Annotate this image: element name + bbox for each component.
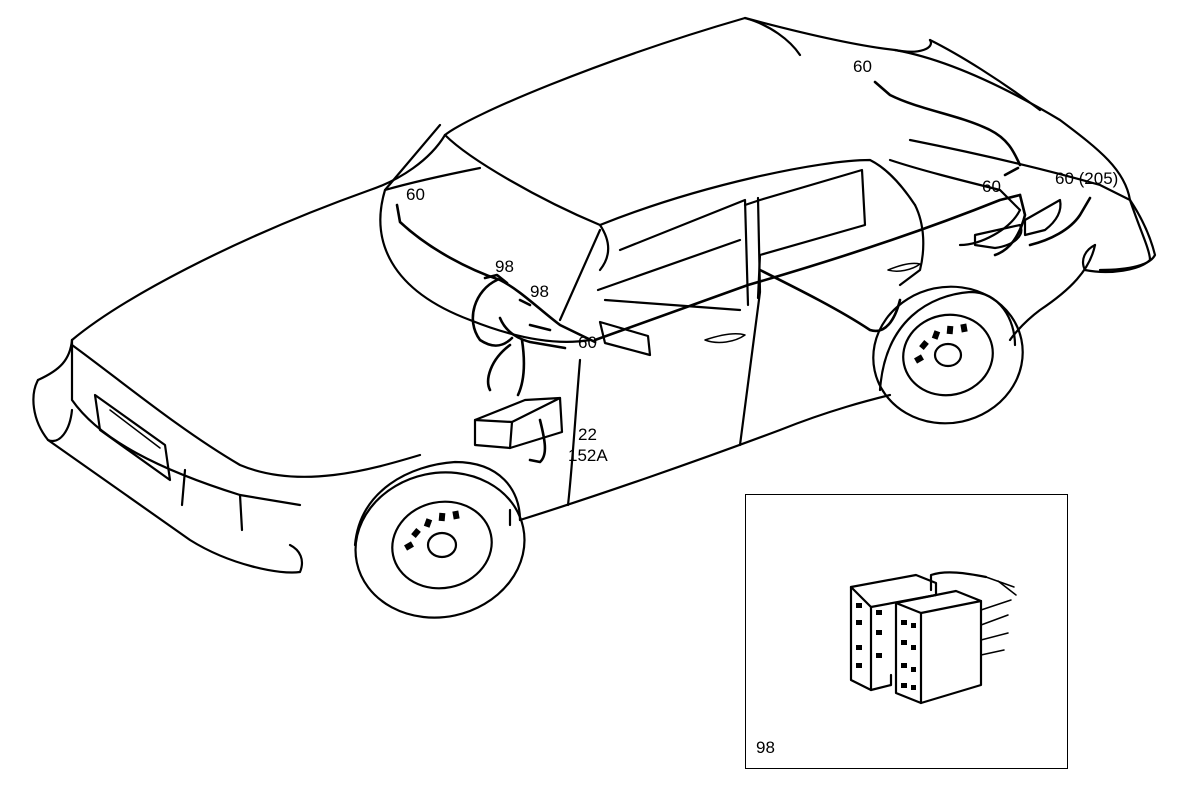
label-fender-a: 22 bbox=[578, 425, 597, 444]
connector-detail-inset: 98 bbox=[745, 494, 1068, 769]
callout-labels: 60 60 60 60 (205) 98 98 60 22 152A bbox=[406, 57, 1118, 465]
label-fender-b: 152A bbox=[568, 446, 608, 465]
inset-label: 98 bbox=[756, 738, 775, 757]
front-wheel bbox=[353, 460, 526, 619]
rear-wheel bbox=[872, 285, 1024, 425]
label-rear-window-top: 60 bbox=[853, 57, 872, 76]
label-rear-window-left: 60 bbox=[406, 185, 425, 204]
label-rear-quarter: 60 bbox=[982, 177, 1001, 196]
label-rear-right: 60 (205) bbox=[1055, 169, 1118, 188]
connector-icon bbox=[849, 571, 1017, 705]
label-front-door-b: 98 bbox=[530, 282, 549, 301]
label-front-pillar: 60 bbox=[578, 333, 597, 352]
label-front-door-a: 98 bbox=[495, 257, 514, 276]
car-body bbox=[32, 16, 1157, 574]
wiring-harness bbox=[395, 80, 1092, 464]
connector-drawing bbox=[849, 571, 1017, 705]
